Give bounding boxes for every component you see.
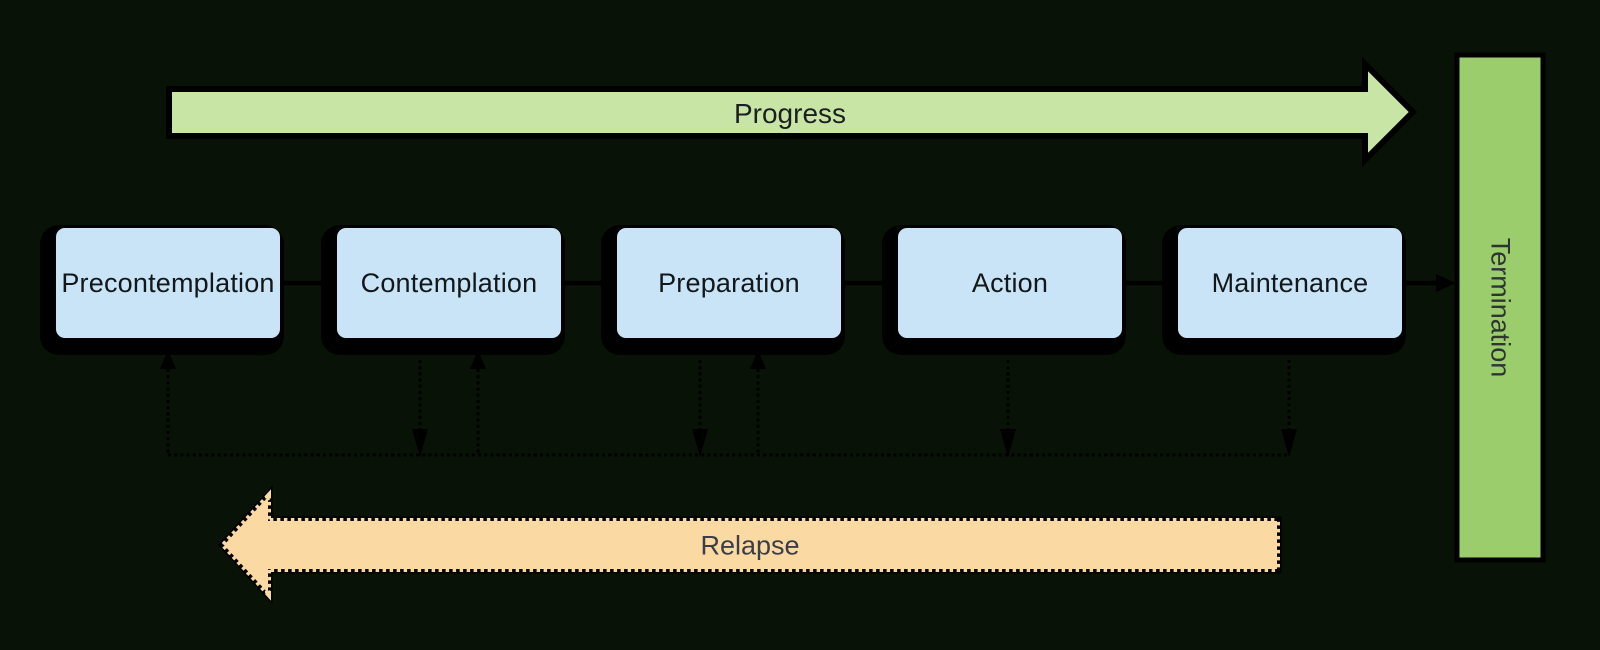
down-arrowhead-preparation	[692, 429, 708, 457]
up-arrowhead-precontemplation	[160, 350, 176, 369]
termination-bar-label-wrap: Termination	[1457, 55, 1543, 560]
stage-label-action: Action	[971, 267, 1049, 298]
relapse-arrow-shape	[217, 485, 1282, 605]
termination-bar-label: Termination	[1485, 237, 1516, 378]
stage-label-contemplation: Contemplation	[360, 267, 538, 298]
connector-arrowhead-1	[322, 274, 341, 292]
stage-label-precontemplation: Precontemplation	[61, 267, 275, 298]
termination-bar-shape	[1454, 52, 1546, 563]
relapse-arrow-fill	[219, 489, 1280, 601]
relapse-arrow-label: Relapse	[700, 530, 800, 561]
forward-connectors	[280, 274, 1456, 292]
progress-arrow-shape	[166, 56, 1418, 168]
down-arrowhead-contemplation	[412, 429, 428, 457]
up-arrowhead-contemplation	[470, 350, 486, 369]
stage-box-precontemplation: Precontemplation	[56, 228, 280, 338]
connector-arrowhead-2	[602, 274, 621, 292]
down-arrowhead-maintenance	[1281, 429, 1297, 457]
stage-box-action: Action	[898, 228, 1122, 338]
stage-box-contemplation: Contemplation	[337, 228, 561, 338]
stage-box-maintenance: Maintenance	[1178, 228, 1402, 338]
stage-box-preparation: Preparation	[617, 228, 841, 338]
connector-arrowhead-4	[1163, 274, 1182, 292]
stage-label-preparation: Preparation	[658, 267, 800, 298]
connector-arrowhead-5	[1436, 274, 1456, 292]
up-arrowhead-preparation	[750, 350, 766, 369]
relapse-dotted-paths	[160, 350, 1297, 457]
connector-arrowhead-3	[883, 274, 902, 292]
down-arrowhead-action	[1000, 429, 1016, 457]
stage-label-maintenance: Maintenance	[1211, 267, 1369, 298]
progress-arrow-label: Progress	[733, 98, 847, 129]
